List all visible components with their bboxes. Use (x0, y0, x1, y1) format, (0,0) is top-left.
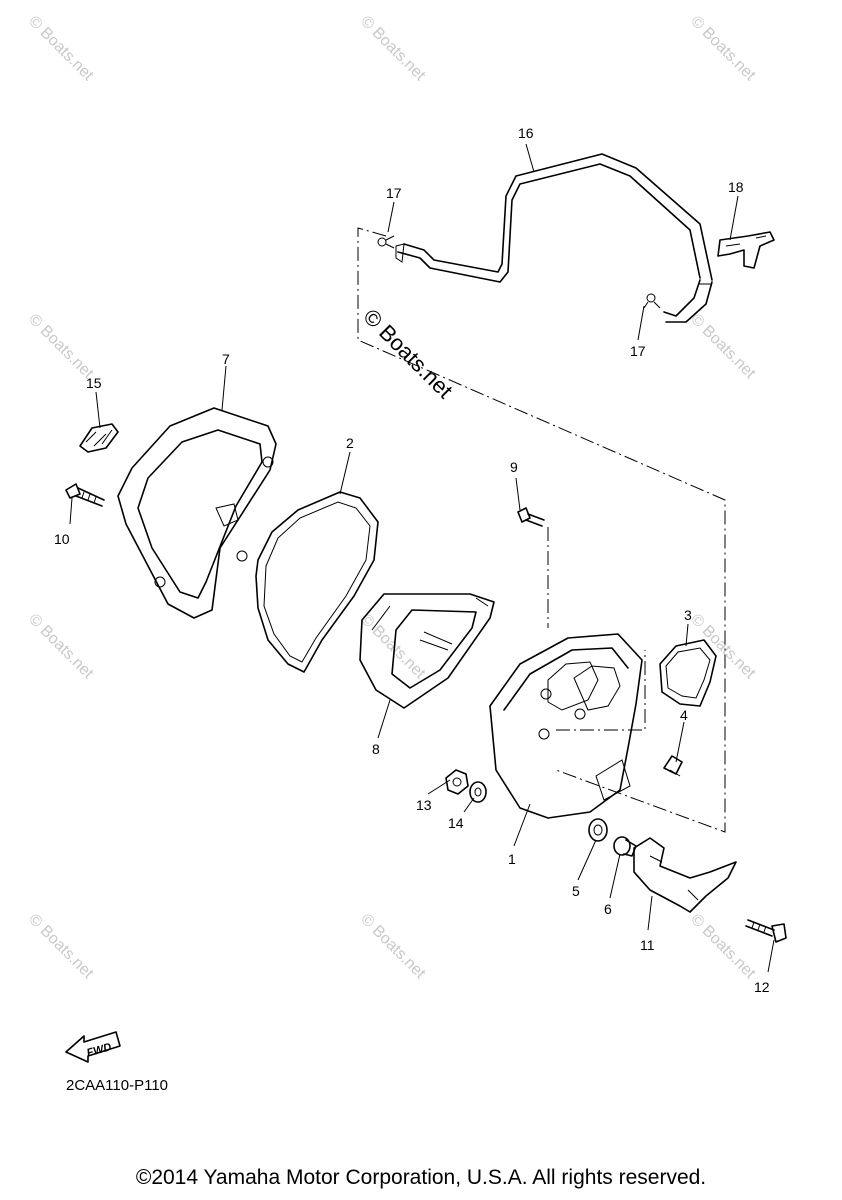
callout-17-lower: 17 (630, 343, 646, 359)
gasket-part-2 (255, 491, 379, 673)
watermark: © Boats.net (357, 911, 429, 983)
callout-15: 15 (86, 375, 102, 391)
callout-13: 13 (416, 797, 432, 813)
hose-holder-part-18 (717, 231, 775, 269)
air-cleaner-case-part-1 (489, 633, 643, 819)
assembly-line (357, 227, 726, 833)
bracket-part-11 (633, 837, 737, 913)
callout-2: 2 (346, 435, 354, 451)
hose-clip-part-17-upper (377, 235, 395, 249)
callout-5: 5 (572, 883, 580, 899)
grommet-part-5 (588, 818, 608, 842)
callout-11: 11 (640, 937, 655, 953)
air-filter-element-part-8 (359, 593, 495, 709)
callouts: 1 2 3 4 5 6 7 8 9 10 11 12 13 14 15 16 1… (54, 125, 770, 995)
callout-7: 7 (222, 351, 230, 367)
watermark: © Boats.net (687, 13, 759, 85)
callout-8: 8 (372, 741, 380, 757)
callout-12: 12 (754, 979, 770, 995)
callout-1: 1 (508, 851, 516, 867)
callout-17-upper: 17 (386, 185, 402, 201)
callout-10: 10 (54, 531, 70, 547)
air-cleaner-cover-part-7 (117, 407, 277, 619)
watermark: © Boats.net (357, 13, 429, 85)
o-ring-part-3 (659, 639, 717, 707)
watermark: © Boats.net (25, 311, 97, 383)
callout-9: 9 (510, 459, 518, 475)
copyright-notice: ©2014 Yamaha Motor Corporation, U.S.A. A… (135, 1166, 707, 1189)
washer-part-14 (469, 781, 487, 803)
collar-part-6 (613, 836, 637, 857)
watermark: © Boats.net (25, 911, 97, 983)
watermark: © Boats.net (25, 611, 97, 683)
diagram-code: 2CAA110-P110 (66, 1077, 168, 1094)
watermark: © Boats.net (687, 611, 759, 683)
callout-6: 6 (604, 901, 612, 917)
hose-part-16 (395, 153, 713, 323)
watermark: © Boats.net (357, 611, 429, 683)
watermark: © Boats.net (687, 911, 759, 983)
emblem-part-15 (79, 423, 119, 453)
nut-part-13 (445, 769, 469, 795)
watermark-large: © Boats.net (358, 304, 457, 403)
bolt-part-12 (745, 919, 787, 943)
watermark: © Boats.net (687, 311, 759, 383)
watermark-group: © Boats.net © Boats.net © Boats.net © Bo… (25, 13, 759, 983)
screw-part-9 (517, 507, 545, 527)
callout-3: 3 (684, 607, 692, 623)
callout-14: 14 (448, 815, 464, 831)
callout-4: 4 (680, 707, 688, 723)
callout-18: 18 (728, 179, 744, 195)
fwd-label: FWD (85, 1041, 112, 1059)
fwd-arrow: FWD (65, 1031, 121, 1063)
screw-part-10 (65, 483, 105, 507)
callout-16: 16 (518, 125, 534, 141)
watermark: © Boats.net (25, 13, 97, 85)
clip-part-4 (663, 755, 683, 777)
leader-lines (69, 143, 775, 973)
hose-clip-part-17-lower (643, 293, 661, 309)
